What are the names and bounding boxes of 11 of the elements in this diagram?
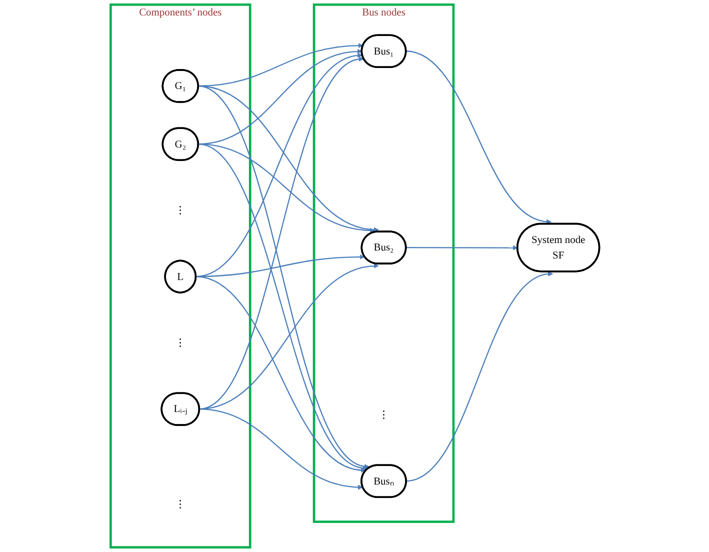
arrow (405, 245, 518, 250)
node-text: ⋮ (174, 204, 186, 216)
arrow (195, 276, 366, 472)
node-text: ⋮ (174, 498, 186, 510)
arrow (405, 50, 551, 224)
node-text: ⋮ (174, 336, 186, 348)
arrow (197, 144, 368, 470)
arrow (198, 408, 362, 490)
node-text: ⋮ (378, 408, 389, 420)
arrow (197, 85, 369, 468)
arrow (405, 272, 552, 482)
